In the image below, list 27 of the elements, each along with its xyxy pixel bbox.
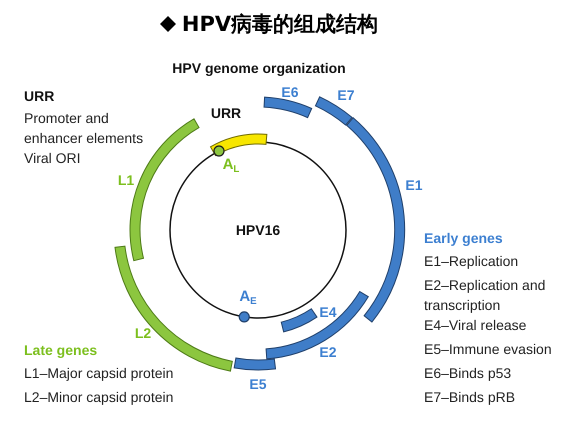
gene-label: E5 (249, 376, 267, 391)
gene-label: URR (210, 106, 242, 120)
section-heading: URR (24, 87, 56, 106)
description-text: Promoter and enhancer elements (24, 109, 144, 148)
gene-label: L2 (134, 326, 152, 340)
gene-label: E2 (319, 344, 337, 359)
genome-label: HPV16 (236, 223, 280, 237)
section-heading: Early genes (424, 229, 504, 248)
diagram-subtitle: HPV genome organization (171, 59, 347, 78)
section-heading: Late genes (24, 341, 98, 360)
gene-label: E7 (337, 88, 355, 102)
gene-label: E6 (281, 85, 299, 99)
description-text: E2–Replication and transcription (424, 276, 546, 315)
description-text: Viral ORI (24, 149, 82, 168)
site-label: A$_{L}$ (222, 157, 240, 175)
gene-label: E4 (319, 305, 337, 319)
description-text: E4–Viral release (424, 316, 528, 335)
description-text: E6–Binds p53 (424, 364, 512, 383)
page-title: HPV病毒的组成结构 (182, 11, 378, 38)
gene-label: E1 (405, 178, 423, 192)
site-label: A$_{E}$ (239, 289, 257, 307)
description-text: L1–Major capsid protein (24, 364, 174, 383)
description-text: E1–Replication (424, 252, 520, 271)
gene-label: L1 (118, 172, 134, 187)
description-text: E7–Binds pRB (424, 388, 516, 407)
description-text: E5–Immune evasion (424, 340, 553, 359)
description-text: L2–Minor capsid protein (24, 388, 174, 407)
